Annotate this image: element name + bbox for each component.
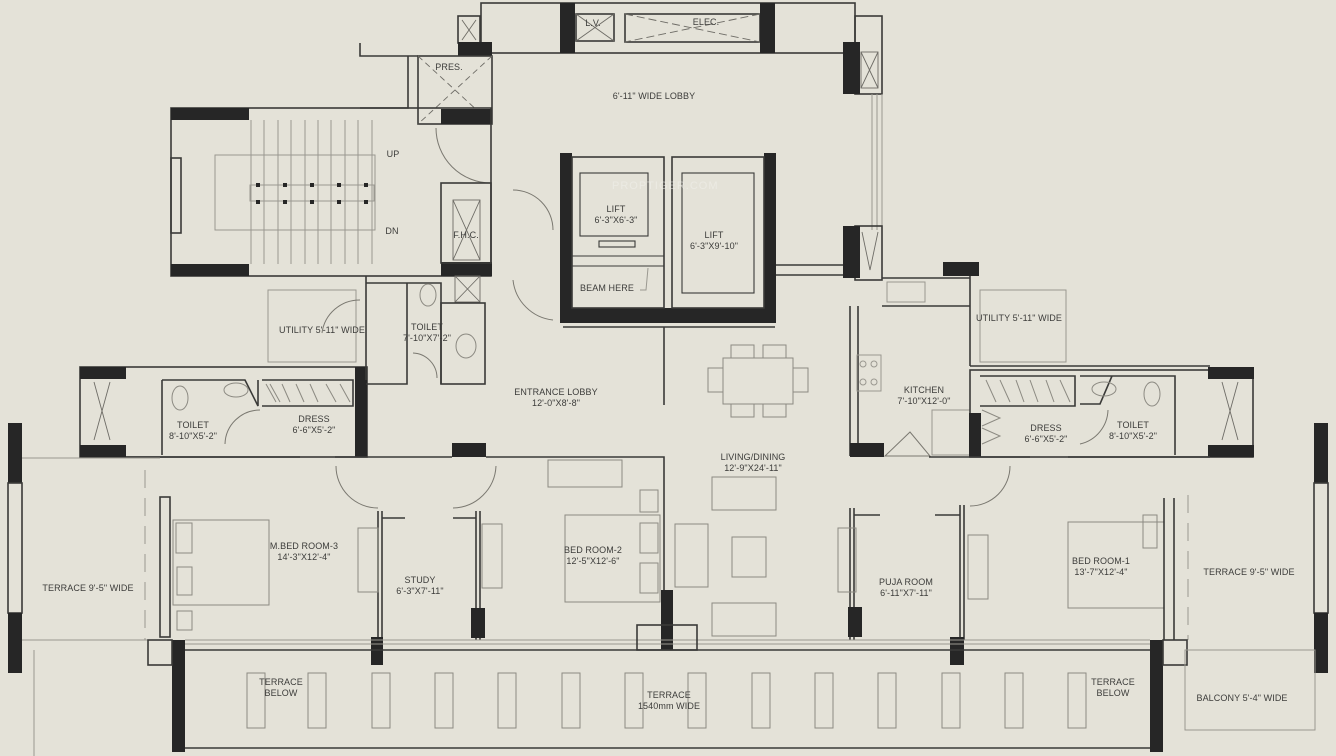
- left-wing: [79, 366, 665, 640]
- label-stair-dn: DN: [385, 226, 399, 236]
- right-wing: [929, 367, 1254, 507]
- living-dining-furniture: [674, 344, 809, 637]
- label-wide-lobby: 6'-11" WIDE LOBBY: [612, 91, 696, 101]
- label-elec: ELEC.: [692, 17, 720, 27]
- label-terrace-right: TERRACE 9'-5" WIDE: [1203, 567, 1295, 577]
- lift-core: [560, 153, 776, 405]
- label-utility-left: UTILITY 5'-11" WIDE: [279, 325, 365, 335]
- label-terrace-left: TERRACE 9'-5" WIDE: [42, 583, 134, 593]
- label-beam-here: BEAM HERE: [580, 283, 634, 293]
- watermark: PROPTIGER.COM: [612, 180, 719, 192]
- label-lv: L.V.: [585, 18, 601, 28]
- kitchen-block: [849, 262, 979, 457]
- service-core: [457, 2, 883, 95]
- label-pres: PRES.: [435, 62, 463, 72]
- label-stair-up: UP: [386, 149, 400, 159]
- label-fhc: F.H.C.: [453, 230, 479, 240]
- label-balcony: BALCONY 5'-4" WIDE: [1196, 693, 1288, 703]
- staircase: [170, 107, 492, 277]
- label-utility-right: UTILITY 5'-11" WIDE: [976, 313, 1062, 323]
